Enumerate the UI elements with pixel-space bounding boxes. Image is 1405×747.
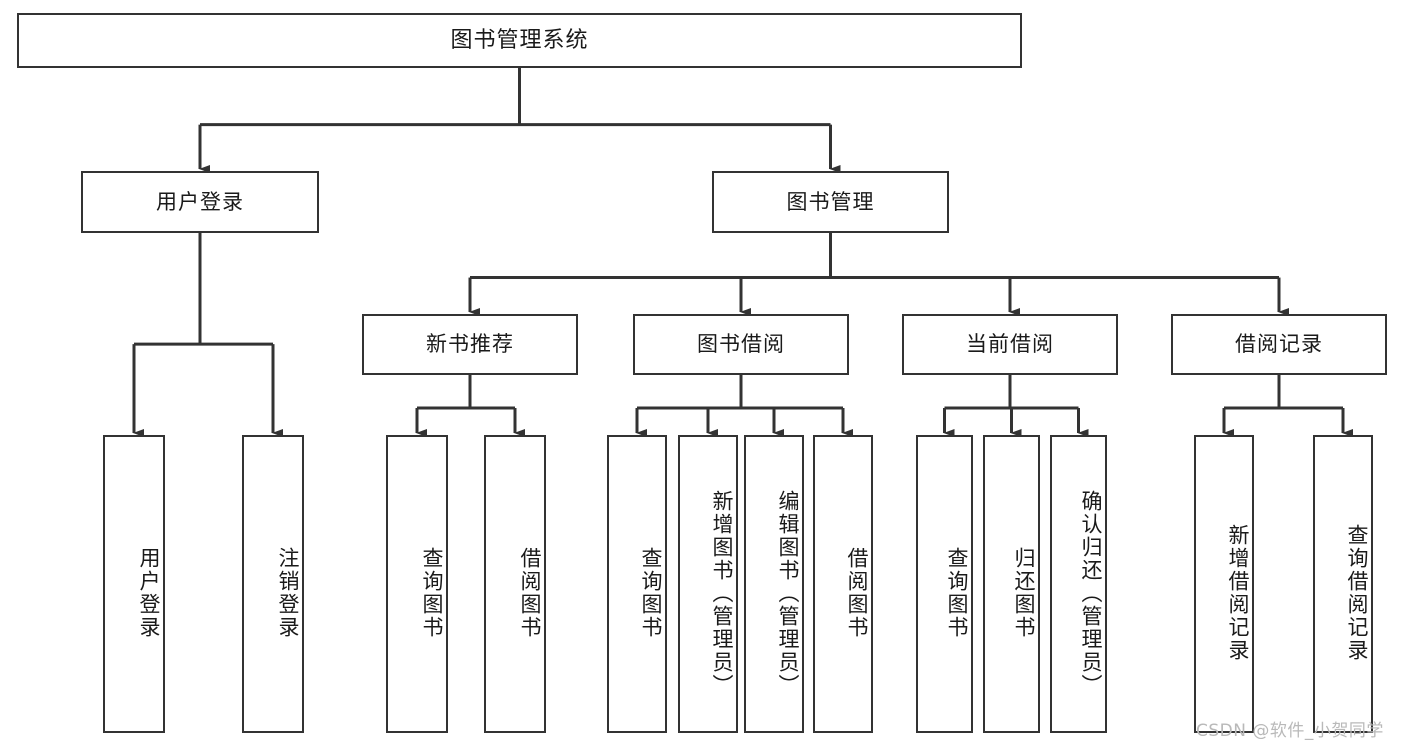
node-l3-cur-confirm: 确认归还（管理员） — [1050, 435, 1107, 733]
node-l3-cur-query: 查询图书 — [916, 435, 973, 733]
node-l3-rec-add: 新增借阅记录 — [1194, 435, 1254, 733]
node-root: 图书管理系统 — [17, 13, 1022, 68]
node-l3-logout: 注销登录 — [242, 435, 304, 733]
node-l2-borrow: 图书借阅 — [633, 314, 849, 375]
node-l3-userlogin: 用户登录 — [103, 435, 165, 733]
node-l1-login: 用户登录 — [81, 171, 319, 233]
node-l3-nb-borrow: 借阅图书 — [484, 435, 546, 733]
node-l3-rec-query: 查询借阅记录 — [1313, 435, 1373, 733]
node-l3-bk-add: 新增图书（管理员） — [678, 435, 738, 733]
node-l2-newbook: 新书推荐 — [362, 314, 578, 375]
node-l3-bk-query: 查询图书 — [607, 435, 667, 733]
node-l3-bk-edit: 编辑图书（管理员） — [744, 435, 804, 733]
node-l2-records: 借阅记录 — [1171, 314, 1387, 375]
node-l3-cur-return: 归还图书 — [983, 435, 1040, 733]
watermark-label: CSDN @软件_小贺同学 — [1196, 721, 1384, 741]
node-l3-bk-borrow: 借阅图书 — [813, 435, 873, 733]
node-l1-bookmgr: 图书管理 — [712, 171, 949, 233]
node-l3-nb-query: 查询图书 — [386, 435, 448, 733]
node-l2-current: 当前借阅 — [902, 314, 1118, 375]
